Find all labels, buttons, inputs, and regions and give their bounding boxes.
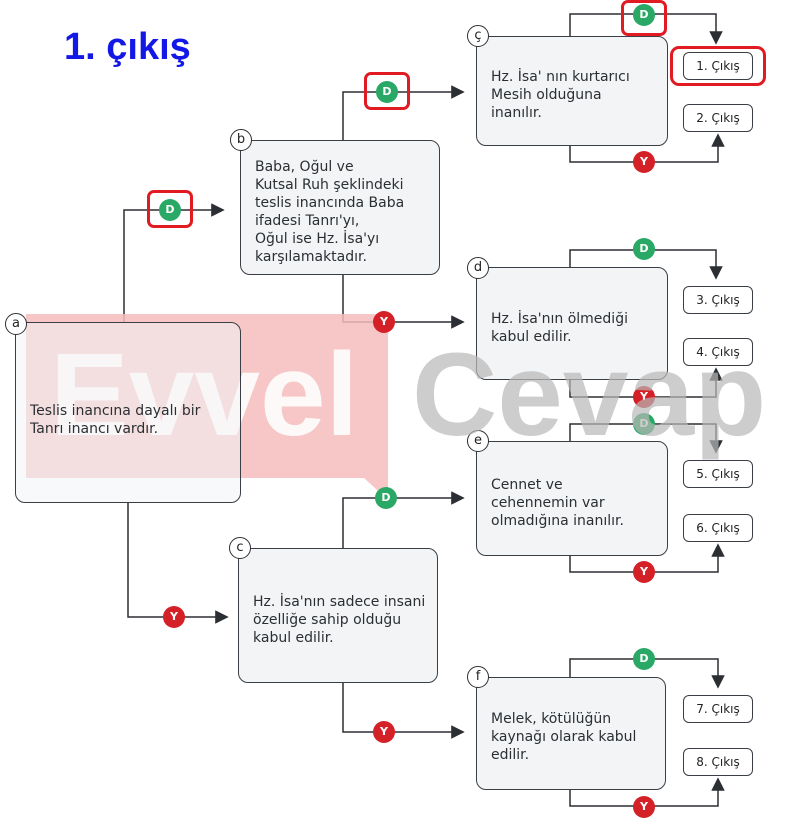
node-c-text: Hz. İsa'nın sadece insani özelliğe sahip… xyxy=(253,594,426,646)
page-title: 1. çıkış xyxy=(64,26,191,68)
connector-b-d xyxy=(342,275,465,329)
node-a-letter: a xyxy=(5,313,27,335)
node-d-box: Hz. İsa'nın ölmediği kabul edilir. xyxy=(476,267,668,380)
node-b-letter: b xyxy=(230,129,252,151)
badge-yes-c-e: D xyxy=(375,487,397,509)
node-d-text: Hz. İsa'nın ölmediği kabul edilir. xyxy=(491,311,628,345)
output-5: 5. Çıkış xyxy=(683,460,753,488)
node-c-box: Hz. İsa'nın sadece insani özelliğe sahip… xyxy=(238,548,438,683)
output-6: 6. Çıkış xyxy=(683,514,753,542)
highlight-badge-cc-out1 xyxy=(621,0,667,36)
output-3: 3. Çıkış xyxy=(683,286,753,314)
node-d-letter: d xyxy=(467,257,489,279)
connector-b-cc xyxy=(342,85,465,140)
output-4: 4. Çıkış xyxy=(683,338,753,366)
output-1: 1. Çıkış xyxy=(683,52,753,80)
node-cc-letter: ç xyxy=(467,25,489,47)
badge-no-e-out6: Y xyxy=(633,561,655,583)
badge-yes-e-out5: D xyxy=(633,413,655,435)
output-8: 8. Çıkış xyxy=(683,748,753,776)
node-cc-box: Hz. İsa' nın kurtarıcı Mesih olduğuna in… xyxy=(476,36,668,146)
node-c-letter: c xyxy=(229,537,251,559)
output-2: 2. Çıkış xyxy=(683,104,753,132)
connector-c-f xyxy=(342,683,465,739)
badge-no-cc-out2: Y xyxy=(633,151,655,173)
highlight-output-1 xyxy=(670,46,766,86)
badge-no-c-f: Y xyxy=(373,721,395,743)
node-b-text: Baba, Oğul ve Kutsal Ruh şeklindeki tesl… xyxy=(255,159,405,265)
node-f-letter: f xyxy=(467,666,489,688)
node-e-box: Cennet ve cehennemin var olmadığına inan… xyxy=(476,441,668,556)
node-f-box: Melek, kötülüğün kaynağı olarak kabul ed… xyxy=(476,677,666,790)
watermark-text-2: Cevap xyxy=(412,329,767,461)
connector-c-e xyxy=(342,491,465,548)
badge-no-b-d: Y xyxy=(373,311,395,333)
output-7: 7. Çıkış xyxy=(683,695,753,723)
badge-yes-d-out3: D xyxy=(633,238,655,260)
badge-yes-a-b: D xyxy=(159,199,181,221)
node-cc-text: Hz. İsa' nın kurtarıcı Mesih olduğuna in… xyxy=(491,69,630,121)
connector-a-b xyxy=(123,203,225,322)
node-a-box: Teslis inancına dayalı bir Tanrı inancı … xyxy=(15,322,241,503)
badge-no-d-out4: Y xyxy=(633,386,655,408)
badge-yes-f-out7: D xyxy=(633,648,655,670)
badge-yes-cc-out1: D xyxy=(633,4,655,26)
node-b-box: Baba, Oğul ve Kutsal Ruh şeklindeki tesl… xyxy=(240,140,440,275)
badge-no-a-c: Y xyxy=(163,606,185,628)
node-f-text: Melek, kötülüğün kaynağı olarak kabul ed… xyxy=(491,711,637,763)
connector-a-c xyxy=(127,503,229,624)
badge-yes-b-cc: D xyxy=(376,81,398,103)
node-e-letter: e xyxy=(467,430,489,452)
node-a-text: Teslis inancına dayalı bir Tanrı inancı … xyxy=(30,403,201,437)
highlight-badge-b-cc xyxy=(364,72,410,110)
highlight-badge-a-b xyxy=(147,190,193,228)
badge-no-f-out8: Y xyxy=(633,796,655,818)
node-e-text: Cennet ve cehennemin var olmadığına inan… xyxy=(491,477,624,529)
